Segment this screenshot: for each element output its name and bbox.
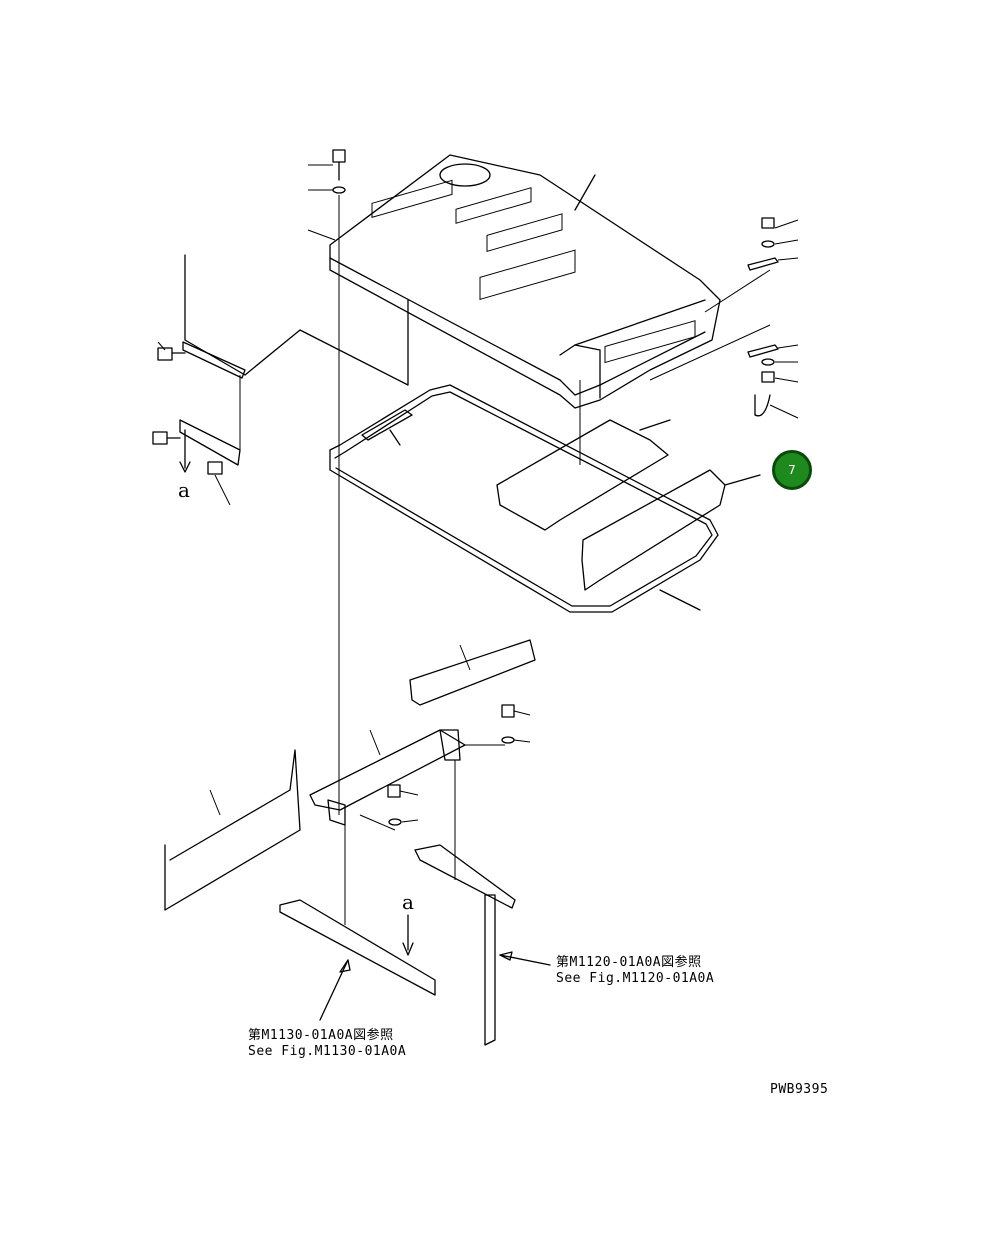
reference-bottom-jp: 第M1130-01A0A図参照 (248, 1028, 394, 1043)
hood-seal (329, 384, 719, 613)
callout-marker-7[interactable]: 7 (772, 450, 812, 490)
hood-vent-grille (371, 179, 696, 364)
support-frame (164, 639, 551, 1046)
reference-right-en: See Fig.M1120-01A0A (556, 971, 715, 986)
hinge-assembly (152, 254, 409, 506)
reference-bottom-en: See Fig.M1130-01A0A (248, 1044, 407, 1059)
right-fasteners (649, 217, 799, 419)
hood-bolt (307, 149, 346, 815)
reference-right-jp: 第M1120-01A0A図参照 (556, 955, 702, 970)
side-cover (581, 469, 761, 591)
engine-hood (329, 154, 721, 409)
seal-strip (361, 409, 413, 441)
inner-cover (496, 380, 671, 531)
view-marker-upper: a (178, 478, 190, 502)
drawing-id: PWB9395 (770, 1082, 829, 1097)
view-marker-lower: a (402, 890, 414, 914)
